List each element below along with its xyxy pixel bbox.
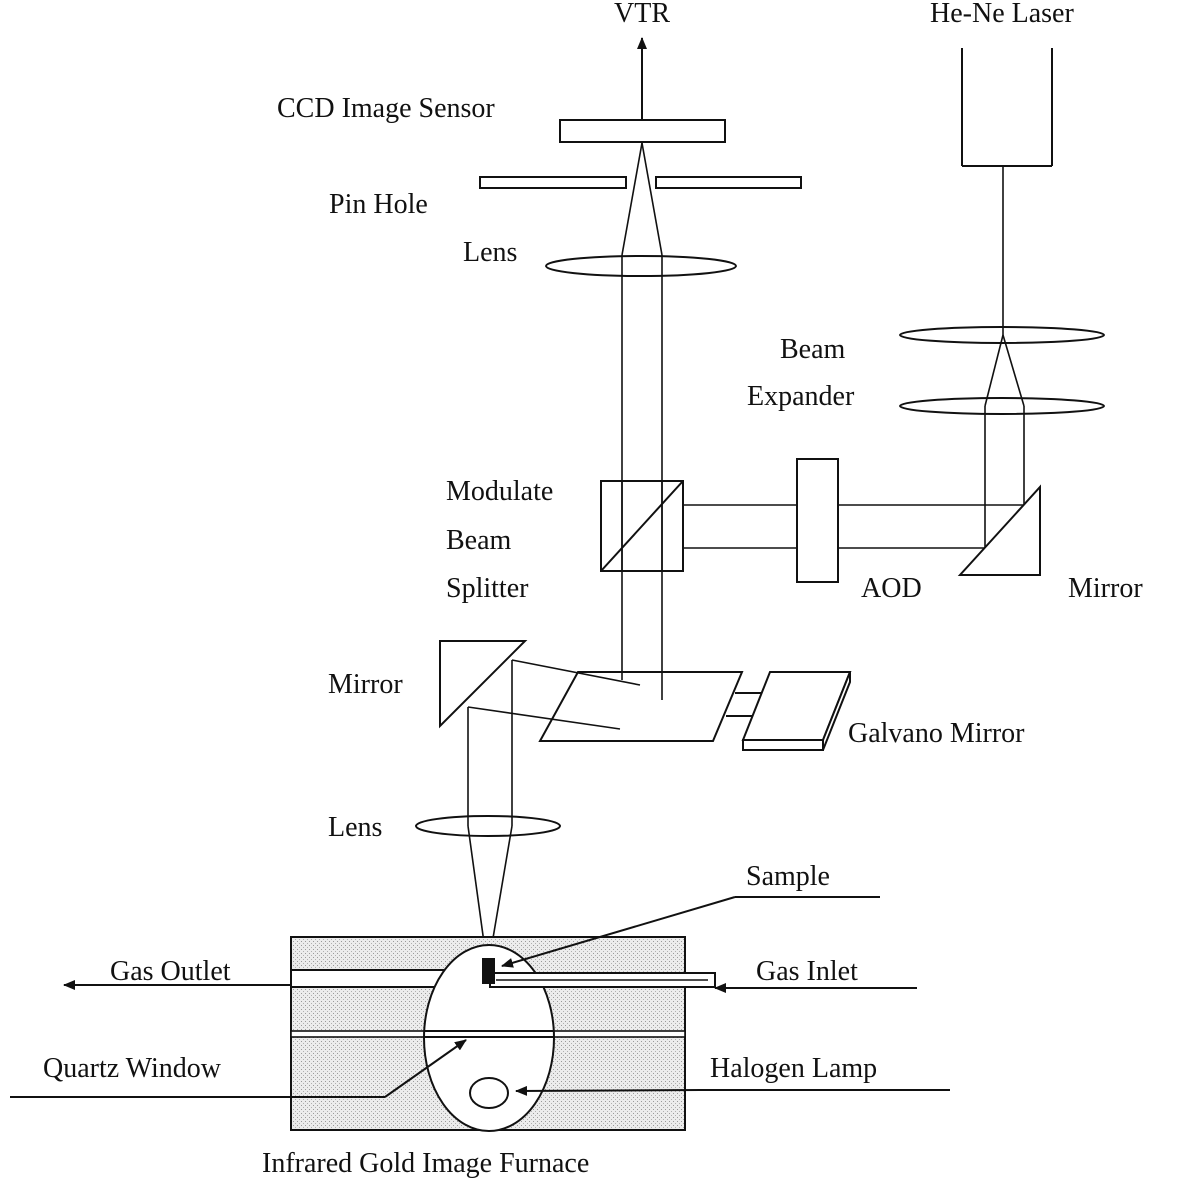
beam-splitter [600,480,684,572]
ccd-beam [621,142,663,700]
label-splitter: Splitter [446,573,529,604]
label-mirror-right: Mirror [1068,573,1143,604]
beam-expander-lens-2 [899,397,1105,415]
label-expander: Expander [747,381,855,412]
label-modulate: Modulate [446,476,553,507]
halogen-lamp-pointer [515,1085,950,1096]
scan-rays [467,659,641,730]
label-gas-inlet: Gas Inlet [756,956,858,987]
label-ccd-image-sensor: CCD Image Sensor [277,93,495,124]
label-beam: Beam [780,334,846,365]
lens-top [545,255,737,277]
label-galvano-mirror: Galvano Mirror [848,718,1025,749]
label-beam-splitter-beam: Beam [446,525,512,556]
horizontal-beam [683,504,1024,549]
aod [796,458,839,583]
beam-expander-lens-1 [899,326,1105,344]
label-pin-hole: Pin Hole [329,189,428,220]
down-beam [467,660,513,951]
label-lens-bottom: Lens [328,812,382,843]
label-he-ne-laser: He-Ne Laser [930,0,1074,29]
label-sample: Sample [746,861,830,892]
label-quartz-window: Quartz Window [43,1053,222,1084]
quartz-window-pointer [10,1039,467,1098]
sample-pointer [501,896,880,968]
label-mirror-left: Mirror [328,669,403,700]
he-ne-laser-tube [961,48,1053,167]
halogen-lamp [469,1077,509,1109]
pin-hole-right-plate [655,176,802,189]
label-lens-top: Lens [463,237,517,268]
label-gas-outlet: Gas Outlet [110,956,231,987]
expanded-beam [984,334,1025,548]
label-halogen-lamp: Halogen Lamp [710,1053,877,1084]
galvano-scan-plate [538,671,744,742]
pin-hole-left-plate [479,176,627,189]
label-furnace: Infrared Gold Image Furnace [262,1148,589,1179]
gas-channel [290,969,447,988]
mirror-left [439,640,528,729]
mirror-right [957,484,1041,576]
ccd-image-sensor [559,119,726,143]
galvano-mirror-block [741,671,852,751]
label-vtr: VTR [614,0,670,29]
label-aod: AOD [861,573,922,604]
sample-block [482,958,495,984]
lens-bottom [415,815,561,837]
